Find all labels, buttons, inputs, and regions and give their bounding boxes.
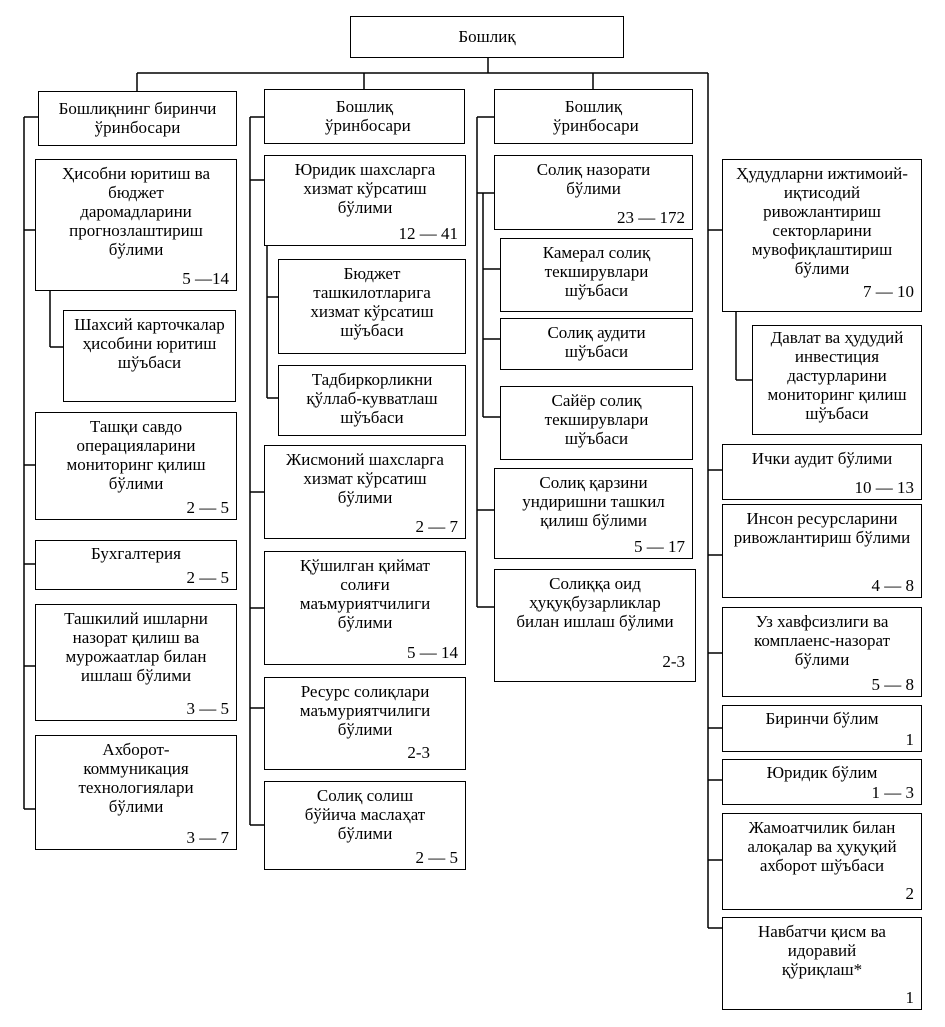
head-title: Бошлиқ <box>458 27 516 46</box>
tax-offenses-department-box: Солиққа оид ҳуқуқбузарликлар билан ишлаш… <box>494 569 696 682</box>
control-department-staff: 3 — 5 <box>186 699 230 718</box>
tax-offenses-department-title: Солиққа оид ҳуқуқбузарликлар билан ишлаш… <box>516 574 674 631</box>
compliance-department-staff: 5 — 8 <box>871 675 915 694</box>
accounting-staff: 2 — 5 <box>186 568 230 587</box>
head-box: Бошлиқ <box>350 16 624 58</box>
debt-collection-department-box: Солиқ қарзини ундиришни ташкил қилиш бўл… <box>494 468 693 559</box>
legal-department-staff: 1 — 3 <box>871 783 915 802</box>
foreign-trade-department-box: Ташқи савдо операцияларини мониторинг қи… <box>35 412 237 520</box>
cameral-audit-unit-title: Камерал солиқ текширувлари шўъбаси <box>542 243 651 300</box>
budget-orgs-unit-title: Бюджет ташкилотларига хизмат кўрсатиш шў… <box>310 264 434 340</box>
tax-consulting-department-staff: 2 — 5 <box>415 848 459 867</box>
hr-department-box: Инсон ресурсларини ривожлантириш бўлими … <box>722 504 922 598</box>
first-department-staff: 1 <box>905 730 915 749</box>
cameral-audit-unit-box: Камерал солиқ текширувлари шўъбаси <box>500 238 693 312</box>
tax-audit-unit-title: Солиқ аудити шўъбаси <box>547 323 646 361</box>
public-relations-unit-box: Жамоатчилик билан алоқалар ва ҳуқуқий ах… <box>722 813 922 910</box>
investment-monitoring-unit-box: Давлат ва ҳудудий инвестиция дастурларин… <box>752 325 922 435</box>
first-deputy-title: Бошлиқнинг биринчи ўринбосари <box>58 99 217 137</box>
control-department-title: Ташкилий ишларни назорат қилиш ва мурожа… <box>64 609 208 685</box>
accounting-box: Бухгалтерия 2 — 5 <box>35 540 237 590</box>
resource-taxes-department-box: Ресурс солиқлари маъмуриятчилиги бўлими … <box>264 677 466 770</box>
accounting-title: Бухгалтерия <box>91 544 181 563</box>
internal-audit-department-title: Ички аудит бўлими <box>751 449 893 468</box>
vat-department-title: Қўшилган қиймат солиғи маъмуриятчилиги б… <box>299 556 431 632</box>
personal-cards-unit-box: Шахсий карточкалар ҳисобини юритиш шўъба… <box>63 310 236 402</box>
internal-audit-department-staff: 10 — 13 <box>854 478 915 497</box>
first-department-box: Биринчи бўлим 1 <box>722 705 922 752</box>
first-department-title: Биринчи бўлим <box>765 709 879 728</box>
forecast-department-box: Ҳисобни юритиш ва бюджет даромадларини п… <box>35 159 237 291</box>
ict-department-title: Ахборот-коммуникация технологиялари бўли… <box>78 740 194 816</box>
legal-entities-department-staff: 12 — 41 <box>398 224 459 243</box>
debt-collection-department-staff: 5 — 17 <box>634 537 685 556</box>
duty-guard-unit-box: Навбатчи қисм ва идоравий қўриқлаш* 1 <box>722 917 922 1010</box>
third-deputy-box: Бошлиқ ўринбосари <box>494 89 693 144</box>
tax-offenses-department-staff: 2-3 <box>662 652 685 671</box>
public-relations-unit-staff: 2 <box>905 884 915 903</box>
budget-orgs-unit-box: Бюджет ташкилотларига хизмат кўрсатиш шў… <box>278 259 466 354</box>
field-audit-unit-box: Сайёр солиқ текширувлари шўъбаси <box>500 386 693 460</box>
foreign-trade-department-title: Ташқи савдо операцияларини мониторинг қи… <box>66 417 206 493</box>
hr-department-staff: 4 — 8 <box>871 576 915 595</box>
business-support-unit-box: Тадбиркорликни қўллаб-кувватлаш шўъбаси <box>278 365 466 436</box>
second-deputy-box: Бошлиқ ўринбосари <box>264 89 465 144</box>
forecast-department-title: Ҳисобни юритиш ва бюджет даромадларини п… <box>61 164 211 259</box>
business-support-unit-title: Тадбиркорликни қўллаб-кувватлаш шўъбаси <box>306 370 438 427</box>
internal-audit-department-box: Ички аудит бўлими 10 — 13 <box>722 444 922 500</box>
individuals-department-box: Жисмоний шахсларга хизмат кўрсатиш бўлим… <box>264 445 466 539</box>
tax-consulting-department-title: Солиқ солиш бўйича маслаҳат бўлими <box>304 786 426 843</box>
ict-department-box: Ахборот-коммуникация технологиялари бўли… <box>35 735 237 850</box>
third-deputy-title: Бошлиқ ўринбосари <box>553 97 639 135</box>
vat-department-staff: 5 — 14 <box>407 643 458 662</box>
regional-department-staff: 7 — 10 <box>863 282 914 301</box>
personal-cards-unit-title: Шахсий карточкалар ҳисобини юритиш шўъба… <box>74 315 225 372</box>
tax-control-department-box: Солиқ назорати бўлими 23 — 172 <box>494 155 693 230</box>
legal-department-title: Юридик бўлим <box>766 763 878 782</box>
regional-department-box: Ҳудудларни ижтимоий-иқтисодий ривожланти… <box>722 159 922 312</box>
hr-department-title: Инсон ресурсларини ривожлантириш бўлими <box>733 509 911 547</box>
individuals-department-staff: 2 — 7 <box>415 517 459 536</box>
debt-collection-department-title: Солиқ қарзини ундиришни ташкил қилиш бўл… <box>522 473 665 530</box>
resource-taxes-department-title: Ресурс солиқлари маъмуриятчилиги бўлими <box>299 682 431 739</box>
individuals-department-title: Жисмоний шахсларга хизмат кўрсатиш бўлим… <box>286 450 444 507</box>
duty-guard-unit-staff: 1 <box>905 988 915 1007</box>
foreign-trade-department-staff: 2 — 5 <box>186 498 230 517</box>
second-deputy-title: Бошлиқ ўринбосари <box>325 97 411 135</box>
forecast-department-staff: 5 —14 <box>182 269 229 288</box>
regional-department-title: Ҳудудларни ижтимоий-иқтисодий ривожланти… <box>736 164 908 278</box>
duty-guard-unit-title: Навбатчи қисм ва идоравий қўриқлаш* <box>758 922 886 979</box>
control-department-box: Ташкилий ишларни назорат қилиш ва мурожа… <box>35 604 237 721</box>
legal-entities-department-title: Юридик шахсларга хизмат кўрсатиш бўлими <box>294 160 436 217</box>
tax-consulting-department-box: Солиқ солиш бўйича маслаҳат бўлими 2 — 5 <box>264 781 466 870</box>
legal-department-box: Юридик бўлим 1 — 3 <box>722 759 922 805</box>
compliance-department-title: Уз хавфсизлиги ва комплаенс-назорат бўли… <box>753 612 891 669</box>
tax-audit-unit-box: Солиқ аудити шўъбаси <box>500 318 693 370</box>
compliance-department-box: Уз хавфсизлиги ва комплаенс-назорат бўли… <box>722 607 922 697</box>
tax-control-department-staff: 23 — 172 <box>617 208 685 227</box>
field-audit-unit-title: Сайёр солиқ текширувлари шўъбаси <box>544 391 649 448</box>
legal-entities-department-box: Юридик шахсларга хизмат кўрсатиш бўлими … <box>264 155 466 246</box>
investment-monitoring-unit-title: Давлат ва ҳудудий инвестиция дастурларин… <box>767 328 907 423</box>
tax-control-department-title: Солиқ назорати бўлими <box>536 160 651 198</box>
vat-department-box: Қўшилган қиймат солиғи маъмуриятчилиги б… <box>264 551 466 665</box>
ict-department-staff: 3 — 7 <box>186 828 230 847</box>
first-deputy-box: Бошлиқнинг биринчи ўринбосари <box>38 91 237 146</box>
resource-taxes-department-staff: 2-3 <box>407 743 430 762</box>
public-relations-unit-title: Жамоатчилик билан алоқалар ва ҳуқуқий ах… <box>747 818 897 875</box>
